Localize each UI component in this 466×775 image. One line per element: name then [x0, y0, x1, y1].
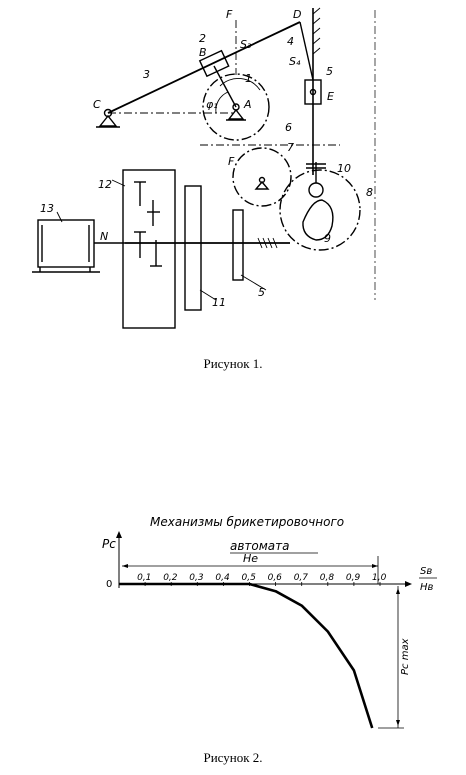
pc-max-label: Pc max	[400, 638, 411, 675]
label-s4: S₄	[289, 55, 301, 68]
x-tick-label: 0,5	[242, 573, 257, 583]
x-tick-label: 0,6	[268, 573, 283, 583]
label-phi1: φ₁	[206, 98, 218, 111]
figure-2-caption: Рисунок 2.	[203, 750, 263, 765]
label-f-mid: F	[228, 155, 235, 168]
figure-1-caption: Рисунок 1.	[203, 356, 263, 371]
x-tick-label: 0,8	[320, 573, 335, 583]
label-e: E	[327, 90, 334, 103]
x-tick-label: 1,0	[372, 573, 387, 583]
label-s3: S₃	[240, 38, 252, 51]
chart-title-line1: Механизмы брикетировочного	[150, 515, 344, 529]
force-curve-segment-2	[249, 582, 374, 729]
label-gear-8: 8	[366, 186, 373, 199]
x-tick-label: 0,4	[215, 573, 230, 583]
figure-1-mechanism-scheme: F D S₃ 4 S₄ 2 B 3 5 E 1 C φ₁ A 6 7 F 10 …	[32, 7, 376, 329]
label-follower-10: 10	[337, 162, 351, 175]
x-tick-label: 0,2	[163, 573, 178, 583]
figure-2-force-chart: Механизмы брикетировочного автомата Pc 0…	[102, 515, 437, 729]
label-gear-6: 6	[285, 121, 292, 134]
label-link-2: 2	[199, 32, 206, 45]
y-axis-label: Pc	[102, 537, 116, 551]
x-axis-label-denominator: Hв	[420, 582, 434, 593]
span-label-he: He	[243, 552, 258, 565]
label-motor-13: 13	[40, 202, 54, 215]
chart-title-line2: автомата	[230, 539, 290, 553]
label-a: A	[243, 98, 252, 111]
x-axis-label-numerator: Sв	[420, 566, 432, 577]
label-link-3: 3	[143, 68, 150, 81]
x-tick-label: 0,7	[294, 573, 309, 583]
label-link-4: 4	[287, 35, 294, 48]
label-d: D	[293, 8, 301, 21]
x-tick-label: 0,1	[137, 573, 151, 583]
label-c: C	[93, 98, 101, 111]
label-n: N	[100, 230, 108, 243]
label-gear-5b: 5	[258, 286, 265, 299]
label-f-top: F	[226, 8, 233, 21]
label-gearbox-12: 12	[98, 178, 112, 191]
label-slider-5: 5	[326, 65, 333, 78]
x-tick-label: 0,9	[346, 573, 361, 583]
x-tick-label: 0,3	[189, 573, 204, 583]
origin-label: 0	[106, 579, 112, 590]
label-cam-9: 9	[324, 232, 331, 245]
label-gear-7: 7	[287, 141, 294, 154]
label-crank-1: 1	[245, 72, 252, 85]
label-flywheel-11: 11	[212, 296, 226, 309]
label-b: B	[199, 46, 207, 59]
